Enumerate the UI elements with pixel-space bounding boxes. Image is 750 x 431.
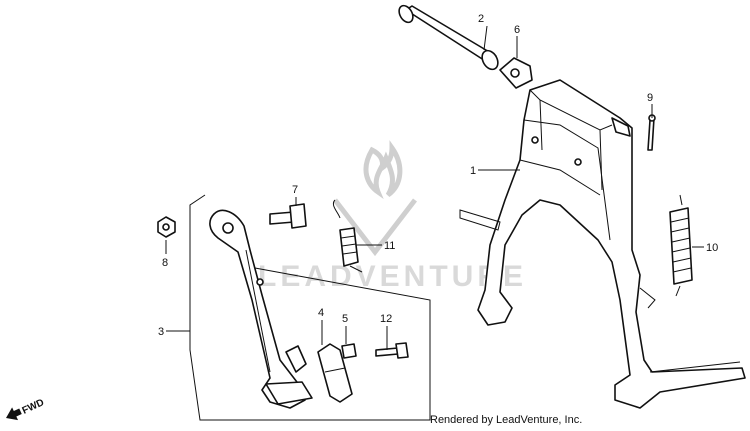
callout-6: 6 bbox=[514, 24, 520, 36]
cotter-pin bbox=[647, 114, 656, 151]
bolt bbox=[375, 342, 409, 359]
callout-5: 5 bbox=[342, 313, 348, 325]
washer bbox=[499, 57, 533, 89]
callout-11: 11 bbox=[384, 240, 395, 252]
fwd-label: FWD bbox=[21, 397, 46, 417]
callout-7: 7 bbox=[292, 184, 298, 196]
pivot-shaft bbox=[398, 4, 499, 71]
credit-text: Rendered by LeadVenture, Inc. bbox=[430, 414, 583, 426]
callout-1: 1 bbox=[470, 165, 476, 177]
nut bbox=[157, 216, 176, 238]
callout-9: 9 bbox=[647, 92, 653, 104]
direction-indicator: FWD bbox=[6, 397, 46, 421]
bracket bbox=[285, 343, 353, 403]
pivot-bolt bbox=[269, 203, 307, 229]
callout-4: 4 bbox=[318, 307, 324, 319]
watermark-v-mark bbox=[333, 198, 417, 257]
callout-12: 12 bbox=[380, 313, 392, 325]
main-stand bbox=[459, 79, 746, 409]
side-stand-spring bbox=[332, 199, 363, 273]
callout-8: 8 bbox=[162, 257, 168, 269]
flame-logo-icon bbox=[363, 140, 403, 200]
forward-arrow-icon bbox=[6, 407, 22, 421]
rubber-stopper bbox=[341, 343, 357, 359]
side-stand-group-outline bbox=[189, 194, 431, 421]
main-stand-spring bbox=[669, 194, 693, 297]
callout-3: 3 bbox=[158, 326, 164, 338]
callout-labels: 1 2 3 4 5 6 7 8 9 10 11 12 bbox=[158, 13, 718, 338]
callout-2: 2 bbox=[478, 13, 484, 25]
callout-10: 10 bbox=[706, 242, 718, 254]
leader-lines bbox=[165, 25, 704, 350]
side-stand bbox=[209, 209, 313, 409]
